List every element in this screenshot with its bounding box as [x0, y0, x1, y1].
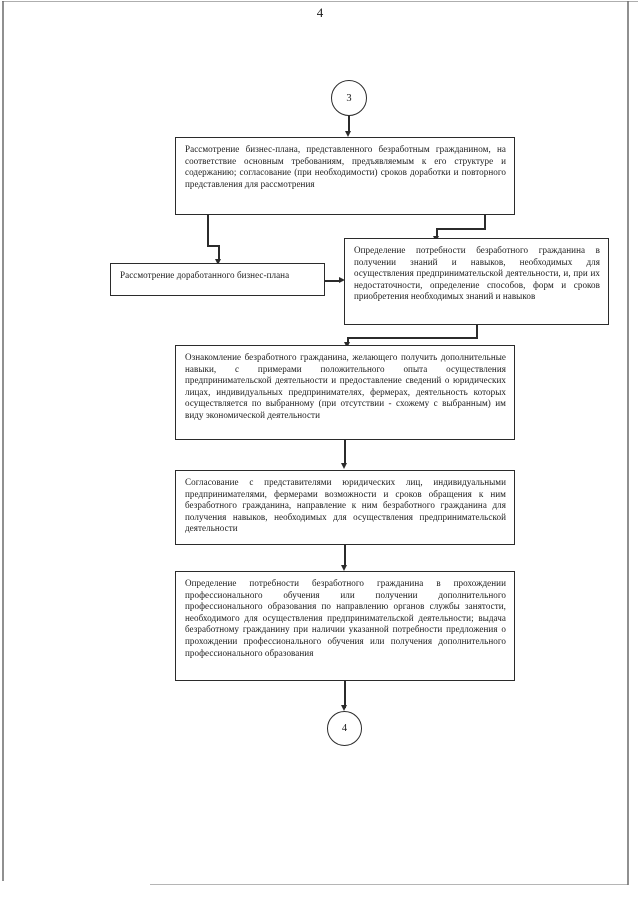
connector-line-node3-jog — [347, 337, 478, 339]
flow-node-determine-vocational-training-needs: Определение потребности безработного гра… — [175, 571, 515, 681]
page-number: 4 — [316, 5, 324, 20]
flow-node-determine-knowledge-needs: Определение потребности безработного гра… — [344, 238, 609, 325]
scan-edge-right — [627, 1, 629, 885]
scan-edge-bottom — [150, 884, 628, 885]
arrowhead-node5-to-node6 — [341, 565, 348, 571]
flow-node-review-revised-business-plan: Рассмотрение доработанного бизнес-плана — [110, 263, 325, 296]
flow-node-text: Рассмотрение доработанного бизнес-плана — [120, 270, 290, 280]
flow-node-review-business-plan: Рассмотрение бизнес-плана, представленно… — [175, 137, 515, 215]
connector-line-node1-to-node2 — [218, 245, 220, 261]
flow-node-coordination-with-representatives: Согласование с представителями юридическ… — [175, 470, 515, 545]
flow-node-familiarization-with-positive-experience: Ознакомление безработного гражданина, же… — [175, 345, 515, 440]
connector-line-node5-to-node6 — [344, 545, 346, 567]
connector-line-node2-to-node3 — [325, 280, 341, 282]
connector-line-node6-to-out — [344, 681, 346, 708]
flow-node-text: Рассмотрение бизнес-плана, представленно… — [185, 144, 506, 189]
connector-line-in-to-node1 — [348, 116, 350, 132]
arrowhead-node1-to-node2 — [215, 259, 222, 265]
scan-edge-left — [2, 1, 4, 881]
connector-line-node1-left-stem — [207, 215, 209, 246]
flow-connector-out: 4 — [327, 711, 362, 746]
flow-node-text: Согласование с представителями юридическ… — [185, 477, 506, 534]
flow-node-text: Определение потребности безработного гра… — [354, 245, 600, 302]
arrowhead-in-to-node1 — [345, 131, 352, 137]
connector-line-node1-to-node3 — [436, 228, 438, 238]
flow-node-text: Определение потребности безработного гра… — [185, 578, 506, 658]
arrowhead-node2-to-node3 — [339, 276, 345, 283]
connector-line-node1-right-jog — [436, 228, 486, 230]
flow-node-text: Ознакомление безработного гражданина, же… — [185, 352, 506, 420]
connector-line-node1-right-stem — [484, 215, 486, 229]
connector-line-node3-down-stem — [476, 325, 478, 338]
connector-line-node3-to-node4 — [347, 337, 349, 344]
scan-edge-top — [2, 1, 638, 2]
arrowhead-node6-to-out — [341, 705, 348, 711]
connector-line-node1-left-jog — [207, 245, 219, 247]
connector-line-node4-to-node5 — [344, 440, 346, 465]
arrowhead-node4-to-node5 — [341, 463, 348, 469]
flow-connector-in: 3 — [331, 80, 367, 116]
